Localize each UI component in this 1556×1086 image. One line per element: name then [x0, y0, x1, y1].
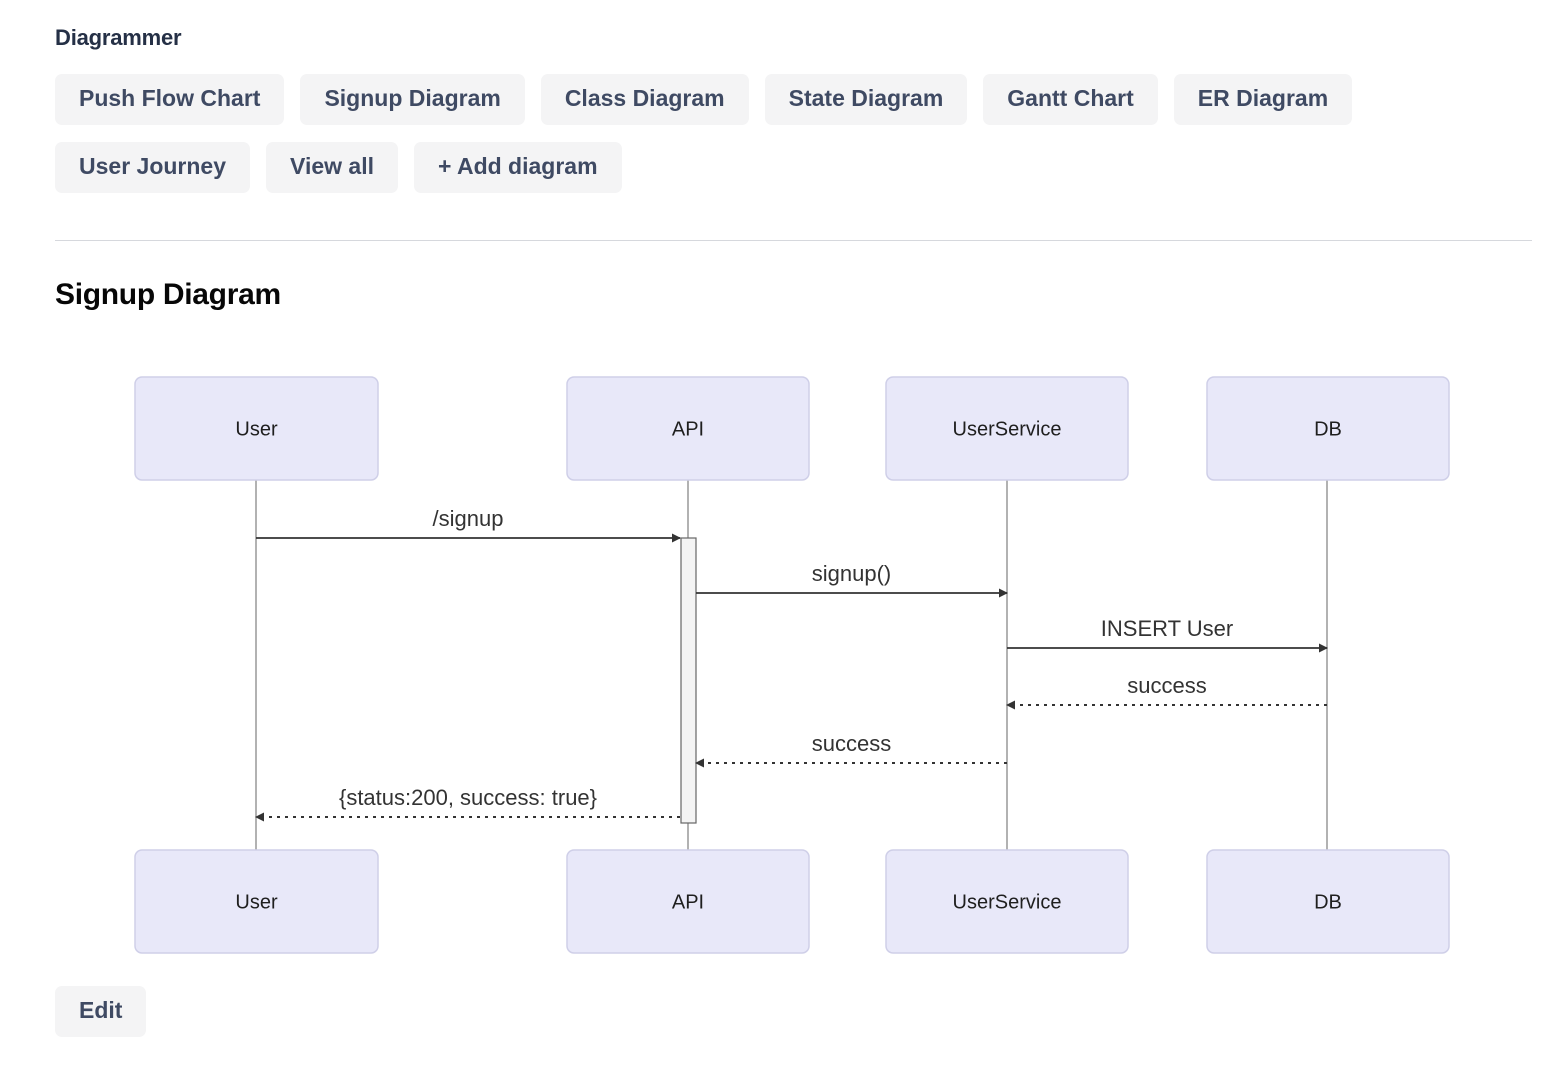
message-label: success	[812, 731, 891, 756]
participant-top-user: User	[134, 376, 379, 481]
participant-label: UserService	[953, 419, 1062, 441]
participant-top-userservice: UserService	[885, 376, 1129, 481]
participant-label: UserService	[953, 892, 1062, 914]
activation-bar-api	[680, 537, 697, 824]
toolbar-chip-view-all[interactable]: View all	[266, 142, 398, 193]
participant-label: API	[672, 892, 704, 914]
participant-box	[566, 376, 810, 481]
toolbar-chip-signup-diagram[interactable]: Signup Diagram	[300, 74, 525, 125]
message-3: success	[1006, 673, 1327, 710]
message-1: signup()	[696, 561, 1008, 598]
message-0: /signup	[256, 506, 681, 543]
toolbar-chip-gantt-chart[interactable]: Gantt Chart	[983, 74, 1158, 125]
toolbar-chip-state-diagram[interactable]: State Diagram	[764, 74, 968, 125]
toolbar-chip-add-diagram[interactable]: + Add diagram	[413, 142, 622, 193]
participant-label: DB	[1314, 419, 1342, 441]
participant-label: User	[235, 419, 278, 441]
diagram-toolbar: Push Flow Chart Signup Diagram Class Diagr…	[55, 74, 1535, 193]
participant-box	[134, 376, 379, 481]
participant-bottom-userservice: UserService	[885, 849, 1129, 954]
message-4: success	[695, 731, 1007, 768]
participant-label: API	[672, 419, 704, 441]
edit-button[interactable]: Edit	[55, 986, 147, 1037]
message-label: signup()	[812, 561, 891, 586]
message-label: {status:200, success: true}	[339, 785, 597, 810]
participant-box	[134, 849, 379, 954]
page-title: Signup Diagram	[55, 278, 281, 311]
participant-top-db: DB	[1206, 376, 1450, 481]
message-2: INSERT User	[1007, 616, 1328, 653]
app-title: Diagrammer	[55, 25, 182, 50]
header-divider	[55, 240, 1532, 241]
message-label: /signup	[433, 506, 504, 531]
participant-box	[1206, 849, 1450, 954]
participant-label: User	[235, 892, 278, 914]
participant-box	[566, 849, 810, 954]
participant-bottom-api: API	[566, 849, 810, 954]
participant-top-api: API	[566, 376, 810, 481]
participant-bottom-user: User	[134, 849, 379, 954]
participant-box	[885, 376, 1129, 481]
participant-box	[1206, 376, 1450, 481]
toolbar-chip-er-diagram[interactable]: ER Diagram	[1173, 74, 1353, 125]
message-label: INSERT User	[1101, 616, 1233, 641]
toolbar-chip-class-diagram[interactable]: Class Diagram	[540, 74, 749, 125]
participant-box	[885, 849, 1129, 954]
participant-bottom-db: DB	[1206, 849, 1450, 954]
toolbar-chip-push-flow-chart[interactable]: Push Flow Chart	[55, 74, 285, 125]
participant-label: DB	[1314, 892, 1342, 914]
message-label: success	[1127, 673, 1206, 698]
toolbar-chip-user-journey[interactable]: User Journey	[55, 142, 251, 193]
message-5: {status:200, success: true}	[255, 785, 680, 822]
